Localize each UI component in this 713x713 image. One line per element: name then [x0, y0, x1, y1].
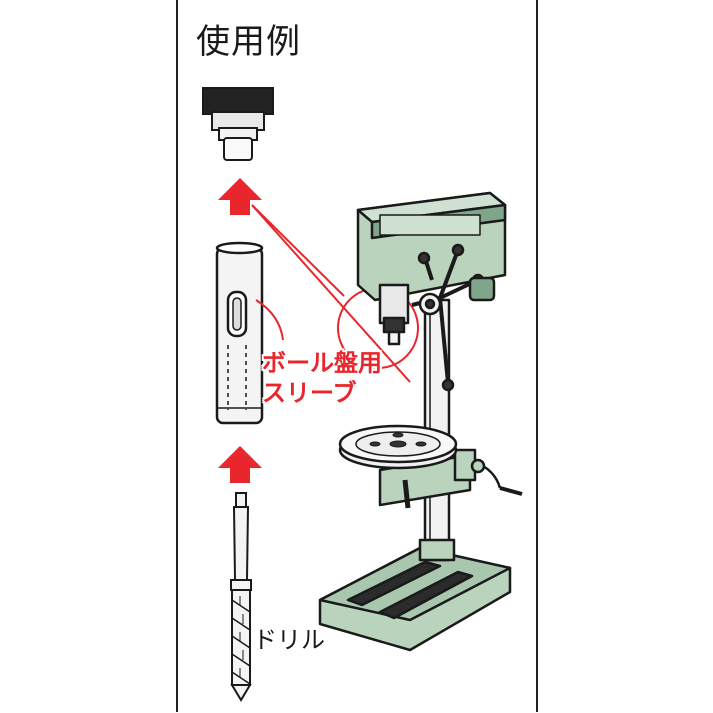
spindle-icon: [202, 87, 274, 161]
sleeve-label-line2: スリーブ: [262, 379, 357, 407]
sleeve-leader-line: [255, 299, 284, 341]
drill-bit-icon: [230, 492, 252, 702]
drill-press-icon: [318, 191, 523, 652]
sleeve-icon: [215, 241, 264, 425]
diagram-title: 使用例: [196, 22, 301, 62]
diagram-frame: [176, 0, 538, 712]
callout-lines: [251, 204, 419, 383]
arrow-up-icon: [218, 178, 262, 215]
arrow-up-icon: [218, 446, 262, 483]
drill-label: ドリル: [253, 626, 325, 654]
sleeve-label-line1: ボール盤用: [262, 349, 382, 377]
